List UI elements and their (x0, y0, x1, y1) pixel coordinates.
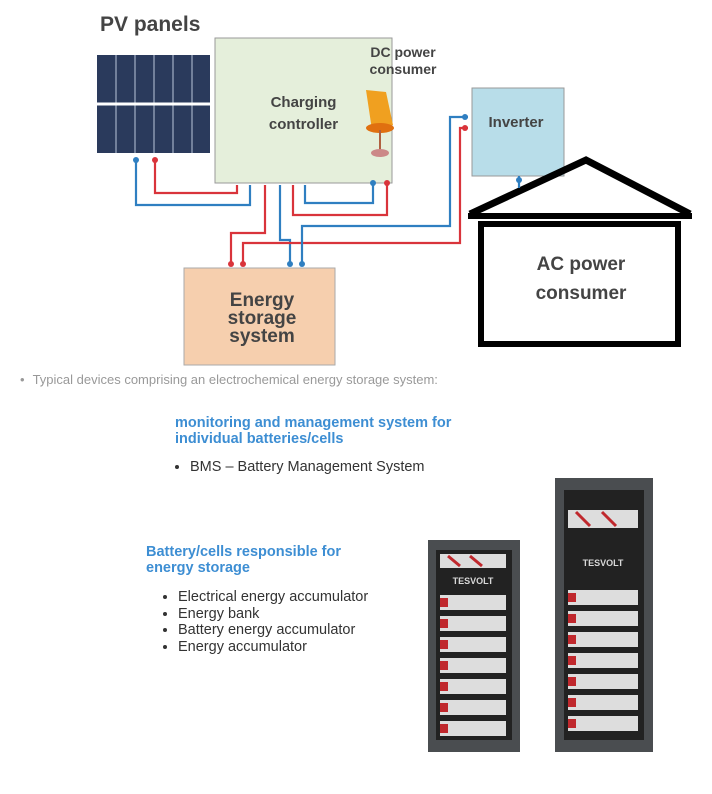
ac-consumer-label: AC power consumer (481, 250, 681, 308)
battery-module-terminal (568, 593, 576, 602)
pv-panels-label: PV panels (100, 13, 201, 36)
heading-line: individual batteries/cells (175, 431, 344, 447)
label-line: storage (227, 308, 297, 329)
intro-text: Typical devices comprising an electroche… (32, 372, 438, 387)
battery-module (440, 595, 506, 610)
bms-heading: monitoring and management system for ind… (175, 415, 451, 447)
energy-storage-box (183, 267, 336, 366)
battery-module-terminal (568, 698, 576, 707)
battery-module (440, 679, 506, 694)
battery-module-terminal (568, 719, 576, 728)
house-icon (468, 156, 692, 347)
battery-list: Electrical energy accumulator Energy ban… (160, 589, 368, 655)
intro-bullet: •Typical devices comprising an electroch… (20, 372, 438, 387)
battery-module (440, 700, 506, 715)
energy-storage-label: Energy storage system (184, 290, 340, 347)
battery-module-terminal (568, 635, 576, 644)
battery-module-terminal (440, 598, 448, 607)
battery-module (440, 637, 506, 652)
label-line: Energy (229, 290, 295, 311)
battery-module-terminal (568, 656, 576, 665)
label-line: system (229, 326, 295, 347)
battery-rack-tall-icon: TESVOLT (555, 478, 653, 752)
list-item: Energy bank (178, 606, 368, 623)
heading-line: energy storage (146, 560, 250, 576)
rack-brand-logo: TESVOLT (583, 558, 624, 568)
list-item: Energy accumulator (178, 639, 368, 656)
rack-brand-logo: TESVOLT (453, 576, 494, 586)
dc-consumer-label: DC power consumer (358, 44, 448, 78)
label-line: consumer (369, 61, 437, 77)
charging-controller-box (214, 37, 393, 184)
wire-terminals (133, 114, 522, 267)
battery-module (440, 658, 506, 673)
battery-rack-small-icon: TESVOLT (428, 540, 520, 752)
battery-module (568, 611, 638, 626)
battery-module-terminal (440, 724, 448, 733)
bms-list: BMS – Battery Management System (172, 459, 425, 476)
label-line: AC power (536, 254, 626, 275)
label-line: controller (268, 116, 339, 133)
wires (134, 115, 521, 262)
list-item: Battery energy accumulator (178, 622, 368, 639)
battery-module (440, 616, 506, 631)
heading-line: monitoring and management system for (175, 415, 452, 431)
heading-line: Battery/cells responsible for (146, 544, 342, 560)
battery-module-terminal (440, 703, 448, 712)
lamp-icon (366, 90, 394, 157)
battery-module (568, 695, 638, 710)
battery-racks-image: TESVOLT TESVOLT (428, 478, 653, 752)
pv-panels-icon (97, 55, 210, 153)
inverter-label: Inverter (488, 114, 544, 131)
battery-module (568, 632, 638, 647)
battery-module-terminal (440, 640, 448, 649)
battery-module (568, 674, 638, 689)
battery-module (568, 590, 638, 605)
label-line: DC power (370, 44, 436, 60)
battery-module (568, 716, 638, 731)
battery-module-terminal (440, 619, 448, 628)
battery-module-terminal (440, 682, 448, 691)
battery-module (440, 721, 506, 736)
list-item: Electrical energy accumulator (178, 589, 368, 606)
inverter-box (471, 87, 565, 177)
battery-heading: Battery/cells responsible for energy sto… (146, 544, 341, 576)
label-line: consumer (535, 283, 627, 304)
charging-controller-label: Charging controller (215, 92, 392, 136)
battery-module-terminal (440, 661, 448, 670)
label-line: Charging (270, 94, 337, 111)
battery-module-terminal (568, 614, 576, 623)
battery-module-terminal (568, 677, 576, 686)
list-item: BMS – Battery Management System (190, 459, 425, 476)
battery-module (568, 653, 638, 668)
system-diagram (97, 37, 692, 366)
